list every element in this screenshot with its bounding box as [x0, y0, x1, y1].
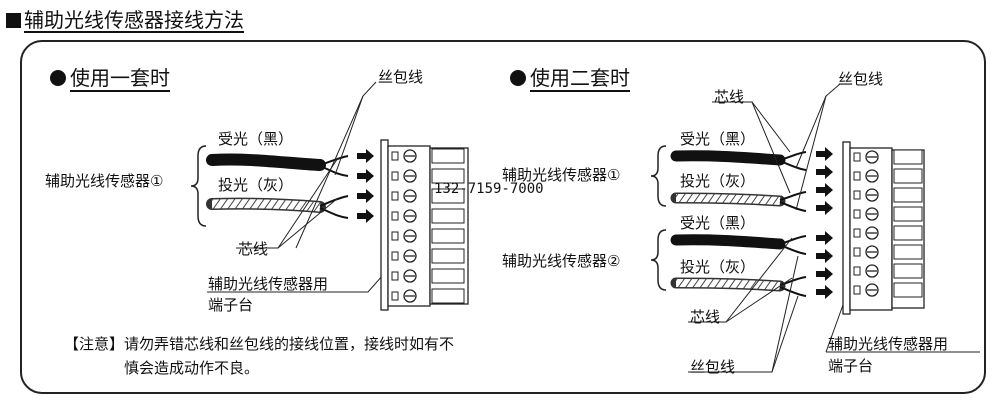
terminal-cell — [431, 288, 465, 304]
terminal-slot — [853, 266, 861, 276]
terminal-cell — [893, 149, 923, 165]
receive-label-2: 受光（黑） — [680, 214, 756, 232]
sensor-brace — [190, 145, 207, 227]
section-one-heading: 使用一套时 — [50, 62, 170, 91]
terminal-slot — [853, 152, 861, 162]
core-wire-label: 芯线 — [238, 240, 269, 258]
core-wire-label-top: 芯线 — [714, 88, 745, 106]
terminal-slot — [853, 285, 861, 295]
terminal-cell — [431, 248, 465, 264]
terminal-slot — [853, 228, 861, 238]
screw-icon — [865, 245, 879, 259]
screw-icon — [865, 188, 879, 202]
terminal-slot — [391, 231, 399, 241]
terminal-slot — [391, 211, 399, 221]
terminal-cell — [893, 263, 923, 279]
terminal-cell — [893, 225, 923, 241]
page-title: 辅助光线传感器接线方法 — [6, 4, 244, 33]
shield-wire-label-bottom: 丝包线 — [690, 358, 736, 376]
screw-icon — [865, 264, 879, 278]
terminal-cell — [431, 208, 465, 224]
diagram-frame — [20, 40, 986, 394]
terminal-label-2-line2: 端子台 — [828, 357, 874, 375]
terminal-cell — [431, 268, 465, 284]
screw-icon — [865, 226, 879, 240]
grey-cable-core — [319, 195, 349, 207]
sensor1-label: 辅助光线传感器① — [502, 166, 621, 184]
phone-overlay: 132-7159-7000 — [434, 181, 544, 197]
terminal-slot — [853, 190, 861, 200]
terminal-cell — [431, 168, 465, 184]
terminal-cell — [431, 148, 465, 164]
screw-icon — [403, 289, 417, 303]
shield-wire-label-top: 丝包线 — [838, 70, 884, 88]
terminal-label-2-line1: 辅助光线传感器用 — [828, 335, 949, 353]
screw-icon — [403, 169, 417, 183]
emit-label: 投光（灰） — [218, 176, 294, 194]
receive-label: 受光（黑） — [218, 130, 294, 148]
sensor2-brace — [650, 229, 667, 291]
receive-label-1: 受光（黑） — [680, 130, 756, 148]
grey-cable-shield — [319, 207, 349, 219]
screw-icon — [403, 149, 417, 163]
emit-label-1: 投光（灰） — [680, 172, 756, 190]
terminal-slot — [853, 209, 861, 219]
terminal-block-1 — [380, 139, 469, 311]
terminal-slot — [391, 251, 399, 261]
section-two-heading: 使用二套时 — [510, 62, 630, 91]
terminal-slot — [391, 151, 399, 161]
core-wire-label-bottom: 芯线 — [690, 308, 721, 326]
terminal-label-line1: 辅助光线传感器用 — [208, 275, 329, 293]
dot-bullet-icon — [510, 70, 526, 86]
terminal-cell — [893, 282, 923, 298]
terminal-cell — [893, 206, 923, 222]
square-bullet-icon — [6, 13, 21, 28]
shield-wire-label: 丝包线 — [378, 68, 424, 86]
sensor1-brace — [650, 145, 667, 207]
dot-bullet-icon — [50, 70, 66, 86]
screw-icon — [403, 269, 417, 283]
black-cable-core — [319, 155, 349, 166]
terminal-slot — [391, 271, 399, 281]
screw-icon — [403, 189, 417, 203]
terminal-slot — [391, 191, 399, 201]
terminal-cell — [893, 168, 923, 184]
screw-icon — [403, 229, 417, 243]
screw-icon — [403, 249, 417, 263]
terminal-cell — [431, 228, 465, 244]
note-line2: 慎会造成动作不良。 — [124, 359, 260, 377]
terminal-cell — [893, 187, 923, 203]
terminal-slot — [853, 247, 861, 257]
terminal-slot — [391, 291, 399, 301]
black-cable-shield — [319, 165, 349, 177]
screw-icon — [403, 209, 417, 223]
black-cable — [206, 153, 326, 171]
note-line1: 【注意】请勿弄错芯线和丝包线的接线位置，接线时如有不 — [64, 335, 455, 353]
terminal-cell — [893, 244, 923, 260]
sensor2-label: 辅助光线传感器② — [502, 252, 621, 270]
emit-label-2: 投光（灰） — [680, 258, 756, 276]
terminal-cell — [431, 188, 465, 204]
terminal-label-line2: 端子台 — [208, 296, 254, 314]
terminal-slot — [391, 171, 399, 181]
screw-icon — [865, 150, 879, 164]
sensor-label: 辅助光线传感器① — [45, 172, 164, 190]
screw-icon — [865, 169, 879, 183]
screw-icon — [865, 283, 879, 297]
screw-icon — [865, 207, 879, 221]
terminal-slot — [853, 171, 861, 181]
